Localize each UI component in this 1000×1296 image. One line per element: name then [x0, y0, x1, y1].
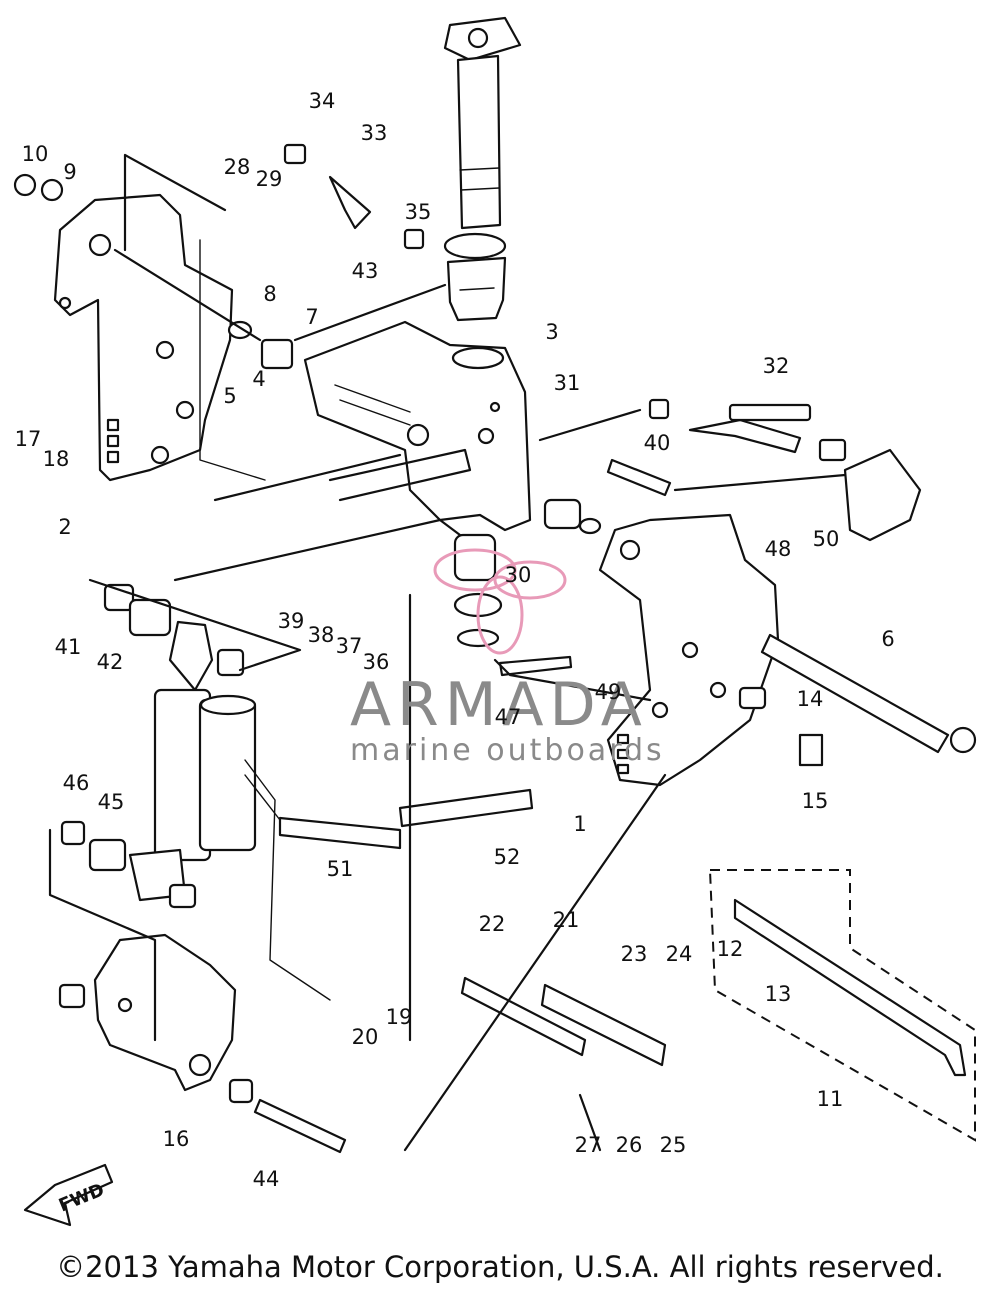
part-label: 18	[43, 447, 70, 471]
shafts-and-pins	[253, 175, 967, 1154]
watermark-petal	[433, 548, 517, 592]
part-label: 11	[817, 1087, 844, 1111]
forward-direction-arrow: FWD	[23, 1163, 114, 1227]
part-label: 1	[573, 812, 586, 836]
part-label: 32	[763, 354, 790, 378]
part-label: 39	[278, 609, 305, 633]
part-label: 8	[263, 282, 276, 306]
part-label: 16	[163, 1127, 190, 1151]
part-label: 9	[63, 160, 76, 184]
part-label: 48	[765, 537, 792, 561]
part-label: 7	[305, 305, 318, 329]
watermark-petal	[493, 560, 567, 600]
part-label: 52	[494, 845, 521, 869]
part-label: 19	[386, 1005, 413, 1029]
part-label: 49	[595, 680, 622, 704]
watermark-brand: ARMADA	[350, 670, 648, 740]
part-label: 15	[802, 789, 829, 813]
part-label: 43	[352, 259, 379, 283]
part-label: 29	[256, 167, 283, 191]
part-label: 42	[97, 650, 124, 674]
watermark-tagline: marine outboards	[350, 733, 665, 768]
clamp-bracket-starboard	[598, 513, 780, 787]
part-label: 20	[352, 1025, 379, 1049]
part-label: 44	[253, 1167, 280, 1191]
part-label: 10	[22, 142, 49, 166]
part-label: 12	[717, 937, 744, 961]
leader-lines	[48, 153, 847, 1152]
part-label: 3	[545, 320, 558, 344]
part-label: 51	[327, 857, 354, 881]
part-label: 37	[336, 634, 363, 658]
part-label: 41	[55, 635, 82, 659]
small-hardware	[13, 143, 977, 1104]
part-label: 26	[616, 1133, 643, 1157]
part-label: 21	[553, 908, 580, 932]
part-label: 24	[666, 942, 693, 966]
part-label: 33	[361, 121, 388, 145]
part-label: 4	[252, 367, 265, 391]
lower-bracket	[93, 933, 237, 1092]
part-label: 28	[224, 155, 251, 179]
part-label: 38	[308, 623, 335, 647]
part-label: 13	[765, 982, 792, 1006]
watermark: ARMADA marine outboards	[350, 548, 665, 768]
kit-box-outline	[708, 869, 976, 1142]
part-label: 31	[554, 371, 581, 395]
part-label: 17	[15, 427, 42, 451]
part-label: 5	[223, 384, 236, 408]
swivel-bracket	[303, 320, 532, 532]
part-label: 50	[813, 527, 840, 551]
part-label: 34	[309, 89, 336, 113]
part-label: 2	[58, 515, 71, 539]
copyright-notice: ©2013 Yamaha Motor Corporation, U.S.A. A…	[56, 1250, 944, 1284]
part-label: 47	[495, 705, 522, 729]
part-label: 22	[479, 912, 506, 936]
hydraulic-hoses	[244, 774, 534, 850]
clamp-bracket-port	[53, 193, 234, 482]
part-number-callouts: 1 2 3 4 5 6 7 8 9 10 11 12 13 14 15 16 1…	[15, 89, 895, 1191]
watermark-logo	[433, 548, 567, 655]
part-label: 35	[405, 200, 432, 224]
part-label: 6	[881, 627, 894, 651]
watermark-petal	[476, 575, 524, 655]
steering-shaft-assembly	[443, 16, 522, 322]
part-label: 45	[98, 790, 125, 814]
part-label: 46	[63, 771, 90, 795]
part-label: 36	[363, 650, 390, 674]
part-label: 30	[505, 563, 532, 587]
part-label: 25	[660, 1133, 687, 1157]
part-label: 27	[575, 1133, 602, 1157]
part-label: 14	[797, 687, 824, 711]
tilt-cylinder	[128, 620, 257, 902]
part-label: 40	[644, 431, 671, 455]
part-label: 23	[621, 942, 648, 966]
rails	[460, 976, 667, 1067]
